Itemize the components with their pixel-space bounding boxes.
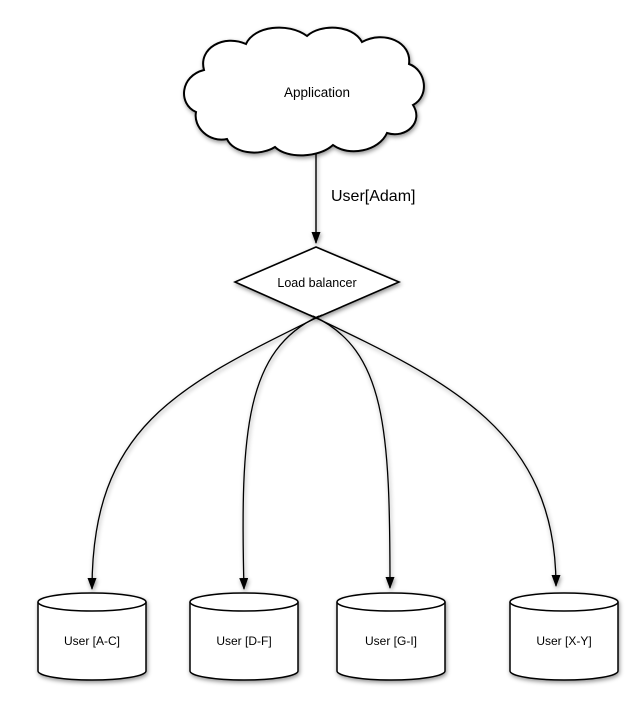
request-user-label: User[Adam] (331, 188, 415, 205)
loadbalancer-to-shard4-arrow (309, 314, 561, 587)
shard-cylinder-2 (189, 592, 299, 681)
shard-label-3: User [G-I] (365, 634, 417, 648)
shard-cylinder-1 (37, 592, 147, 681)
loadbalancer-to-shard1-arrow (87, 314, 323, 590)
shard-cylinder-3 (336, 592, 446, 681)
load-balancer-label: Load balancer (277, 276, 356, 290)
application-label: Application (284, 85, 350, 100)
shard-label-4: User [X-Y] (536, 634, 591, 648)
loadbalancer-to-shard2-arrow (239, 315, 320, 590)
shard-cylinder-4 (509, 592, 619, 681)
shard-label-2: User [D-F] (216, 634, 271, 648)
cloud-shape (183, 26, 425, 157)
loadbalancer-to-shard3-arrow (312, 315, 395, 589)
shard-label-1: User [A-C] (64, 634, 120, 648)
